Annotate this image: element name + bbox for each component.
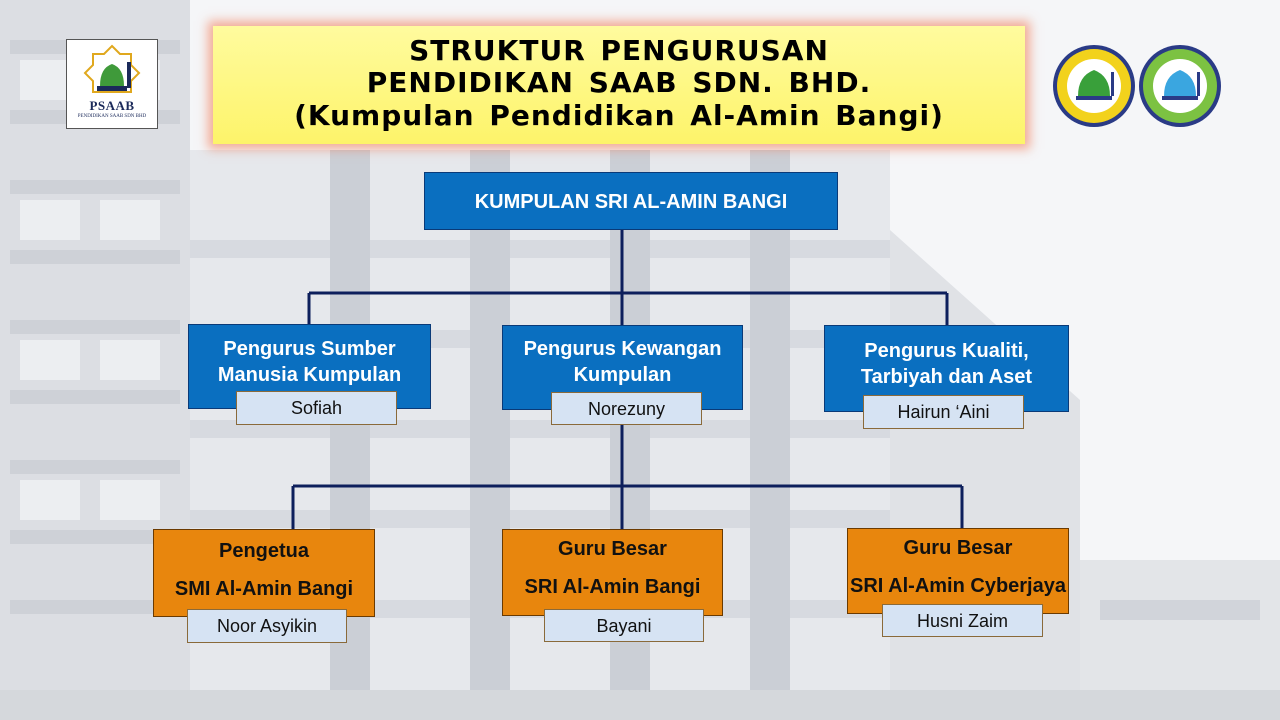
head-node-sri-bangi: Guru Besar SRI Al-Amin Bangi [502, 529, 723, 616]
head-node-smi-bangi: Pengetua SMI Al-Amin Bangi [153, 529, 375, 617]
head-node-sri-cyberjaya-line2: SRI Al-Amin Cyberjaya [850, 575, 1066, 597]
head-node-sri-cyberjaya: Guru Besar SRI Al-Amin Cyberjaya [847, 528, 1069, 614]
manager-node-quality-line2: Tarbiyah dan Aset [860, 366, 1033, 388]
head-node-sri-bangi-line2: SRI Al-Amin Bangi [524, 576, 701, 598]
manager-node-finance-line2: Kumpulan [573, 364, 672, 386]
logo-sub-text: PENDIDIKAN SAAB SDN BHD [77, 114, 147, 119]
head-node-sri-cyberjaya-line1: Guru Besar [903, 537, 1013, 559]
logo-main-text: PSAAB [89, 98, 135, 113]
head-node-sri-bangi-line1: Guru Besar [558, 538, 667, 560]
manager-node-hr-line1: Pengurus Sumber [223, 338, 396, 360]
manager-node-finance-line1: Pengurus Kewangan [523, 338, 722, 360]
title-banner: STRUKTUR PENGURUSAN PENDIDIKAN SAAB SDN.… [213, 26, 1025, 144]
head-node-smi-bangi-line2: SMI Al-Amin Bangi [174, 578, 354, 600]
sri-school-seal-icon [1139, 45, 1221, 127]
head-node-smi-bangi-line1: Pengetua [218, 540, 310, 562]
title-line-1: STRUKTUR PENGURUSAN [409, 34, 829, 67]
manager-name-finance: Norezuny [551, 392, 702, 425]
manager-node-finance: Pengurus Kewangan Kumpulan [502, 325, 743, 410]
manager-node-quality-line1: Pengurus Kualiti, [864, 340, 1029, 362]
mosque-emblem-icon [83, 44, 141, 93]
title-line-3: (Kumpulan Pendidikan Al-Amin Bangi) [294, 99, 944, 132]
manager-name-hr: Sofiah [236, 391, 397, 425]
head-name-smi-bangi: Noor Asyikin [187, 609, 347, 643]
title-line-2: PENDIDIKAN SAAB SDN. BHD. [366, 66, 872, 99]
top-node-kumpulan: KUMPULAN SRI AL-AMIN BANGI [424, 172, 838, 230]
head-name-sri-cyberjaya: Husni Zaim [882, 604, 1043, 637]
manager-name-quality: Hairun ‘Aini [863, 395, 1024, 429]
manager-node-hr-line2: Manusia Kumpulan [217, 364, 402, 386]
smi-school-seal-icon [1053, 45, 1135, 127]
psaab-logo: PSAAB PENDIDIKAN SAAB SDN BHD [66, 39, 158, 129]
head-name-sri-bangi: Bayani [544, 609, 704, 642]
